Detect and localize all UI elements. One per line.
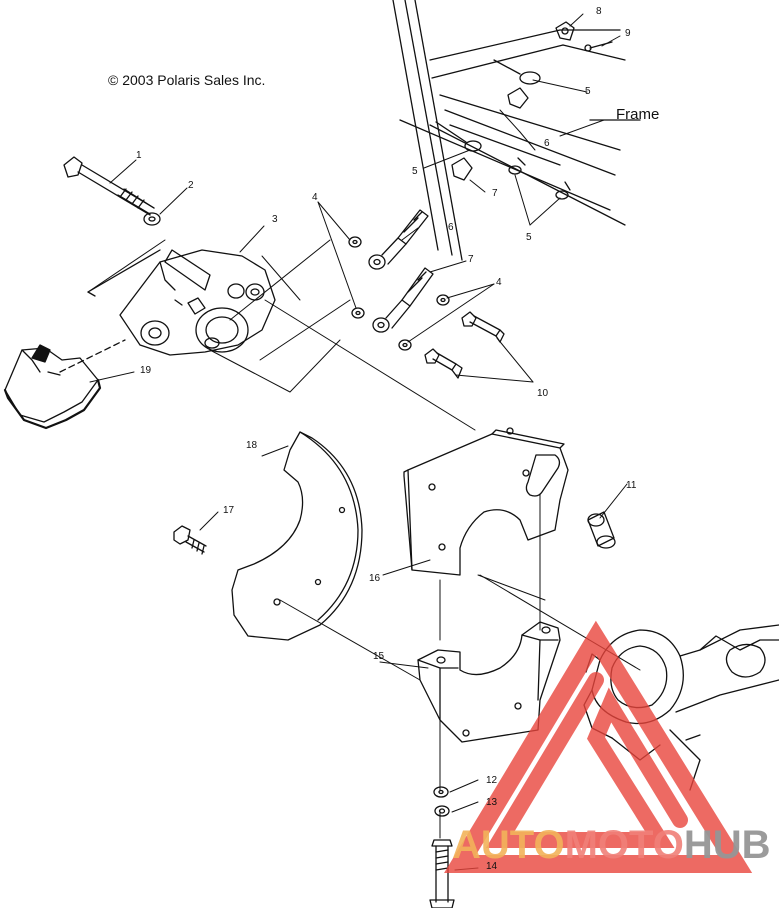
callout-8: 8: [596, 6, 602, 17]
bolt-14: [429, 839, 455, 908]
callout-6: 6: [544, 138, 550, 149]
callout-4: 4: [496, 277, 502, 288]
callout-5: 5: [585, 86, 591, 97]
bolt-17: [173, 525, 207, 555]
frame-rails: [392, 0, 641, 261]
pad-dashed-leader: [59, 339, 126, 373]
callout-7: 7: [468, 254, 474, 265]
washer-4-mid: [351, 307, 365, 319]
callout-2: 2: [188, 180, 194, 191]
axle-housing: [583, 624, 779, 791]
callout-14: 14: [486, 861, 498, 872]
leader-lines: [89, 13, 628, 871]
watermark-text: AUTOMOTOHUB: [452, 822, 771, 868]
callout-10: 10: [537, 388, 549, 399]
callout-19: 19: [140, 365, 152, 376]
brake-line-fitting-6: [368, 209, 429, 270]
frame-label: Frame: [616, 106, 660, 123]
washer-4-right-a: [436, 294, 450, 306]
washer-13: [434, 805, 450, 817]
watermark-moto: MOTO: [564, 823, 684, 867]
washer-12: [433, 786, 449, 798]
callout-15: 15: [373, 651, 385, 662]
callout-5: 5: [412, 166, 418, 177]
callout-7: 7: [492, 188, 498, 199]
callout-13: 13: [486, 797, 498, 808]
caliper-3: [119, 249, 276, 356]
callout-3: 3: [272, 214, 278, 225]
bushing-11: [587, 511, 616, 549]
callout-18: 18: [246, 440, 258, 451]
bolt-1: [63, 156, 155, 216]
watermark-auto: AUTO: [452, 823, 565, 867]
bolts-10: [424, 311, 505, 379]
washer-4-right-b: [398, 339, 412, 351]
callout-9: 9: [625, 28, 631, 39]
callout-1: 1: [136, 150, 142, 161]
callout-5: 5: [526, 232, 532, 243]
brake-pad-19: [3, 344, 102, 430]
callout-6: 6: [448, 222, 454, 233]
copyright-text: © 2003 Polaris Sales Inc.: [108, 72, 266, 88]
callout-16: 16: [369, 573, 381, 584]
bracket-16: [403, 427, 569, 576]
frame-hardware: [435, 21, 613, 200]
leader-line: [87, 249, 161, 293]
brake-disc-18: [231, 431, 363, 641]
bracket-15: [417, 621, 561, 743]
washer-2: [143, 212, 161, 226]
brake-line-fitting-7: [372, 267, 434, 333]
callout-11: 11: [626, 480, 637, 491]
watermark-logo: [444, 620, 753, 873]
callout-12: 12: [486, 775, 498, 786]
callout-17: 17: [223, 505, 235, 516]
callout-4: 4: [312, 192, 318, 203]
washer-4-upper: [348, 236, 362, 248]
watermark-hub: HUB: [683, 823, 771, 867]
